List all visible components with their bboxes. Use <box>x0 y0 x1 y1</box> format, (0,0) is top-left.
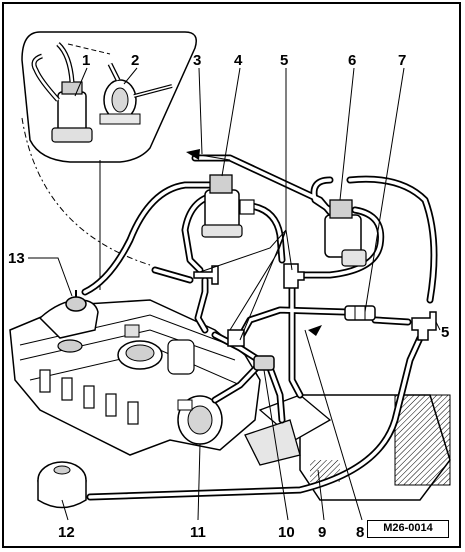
solenoid-valve-4 <box>201 174 255 238</box>
callout-leaders <box>28 67 441 521</box>
callout-11: 11 <box>190 524 206 541</box>
callout-9: 9 <box>318 524 326 541</box>
inline-filter <box>344 305 376 321</box>
air-filter-housing <box>244 394 451 501</box>
detail-magnifier <box>21 31 197 290</box>
vacuum-pump <box>177 395 223 445</box>
callout-8: 8 <box>356 524 364 541</box>
callout-13: 13 <box>8 250 25 267</box>
callout-5-top: 5 <box>280 52 288 69</box>
callout-7: 7 <box>398 52 406 69</box>
solenoid-valve-detail <box>31 42 111 143</box>
reference-code: M26-0014 <box>367 520 449 538</box>
callout-4: 4 <box>234 52 243 69</box>
engine-block <box>9 299 261 456</box>
callout-3: 3 <box>193 52 201 69</box>
solenoid-valve-6 <box>324 199 367 267</box>
callout-10: 10 <box>278 524 295 541</box>
egr-valve <box>65 290 87 312</box>
callout-5-right: 5 <box>441 324 449 341</box>
t-pieces <box>193 263 437 347</box>
callout-1: 1 <box>82 52 90 69</box>
callout-12: 12 <box>58 524 75 541</box>
vacuum-unit-detail <box>99 62 173 125</box>
check-valve <box>253 355 275 371</box>
callout-labels: 1 2 3 4 5 6 7 5 8 9 10 11 12 13 <box>8 52 449 541</box>
callout-6: 6 <box>348 52 356 69</box>
callout-2: 2 <box>131 52 139 69</box>
vacuum-reservoir <box>37 461 87 509</box>
